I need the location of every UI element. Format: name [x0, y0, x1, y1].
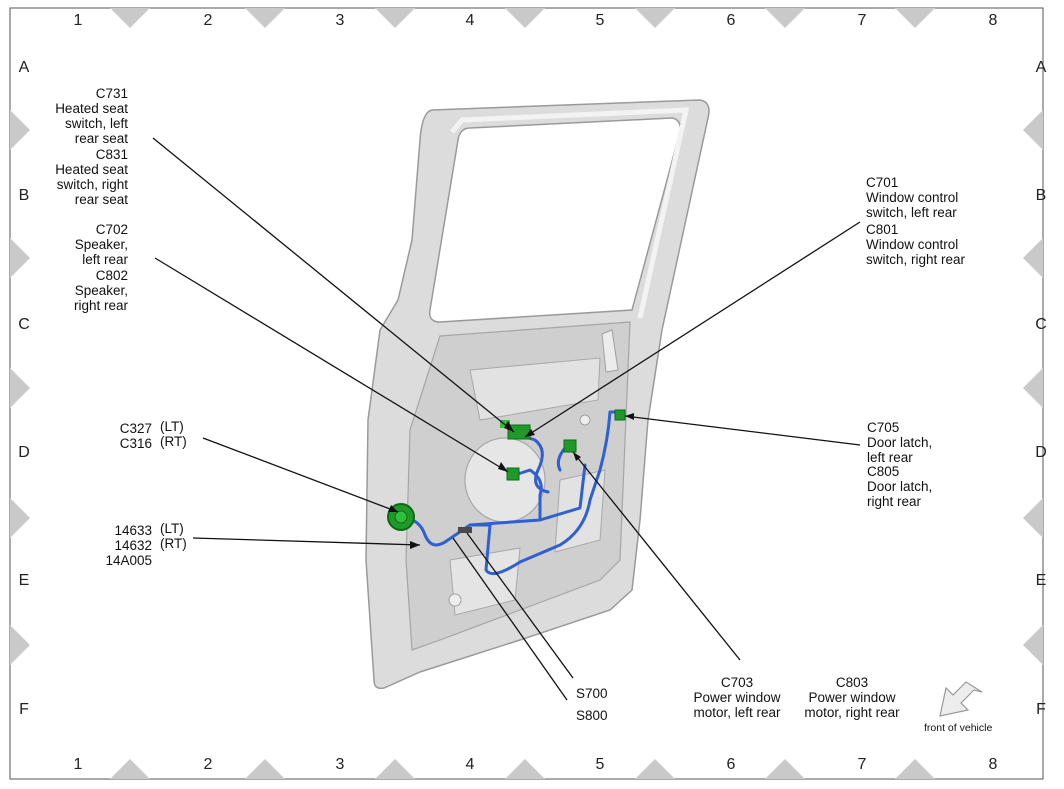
label-c327-c316: C327 C316: [119, 421, 152, 451]
leader-lines: [152, 137, 861, 701]
label-c327-side: (LT) (RT): [160, 419, 187, 449]
grid-row-b-right: B: [1035, 187, 1047, 204]
right-grid-markers: [1023, 110, 1043, 665]
grid-col-5-bottom: 5: [595, 756, 605, 773]
grid-col-7-top: 7: [857, 12, 867, 29]
grid-row-b-left: B: [18, 187, 30, 204]
label-c701: C701 Window control switch, left rear: [866, 175, 959, 220]
label-c805: C805 Door latch, right rear: [867, 464, 933, 509]
label-c731: C731 Heated seat switch, left rear seat: [55, 86, 128, 146]
grid-col-7-bottom: 7: [857, 756, 867, 773]
wiring-harness: [403, 410, 622, 576]
label-c801: C801 Window control switch, right rear: [866, 222, 966, 267]
grid-col-5-top: 5: [595, 12, 605, 29]
left-grid-markers: [10, 110, 30, 665]
grid-col-1-bottom: 1: [73, 756, 83, 773]
splice-s700: [458, 527, 472, 533]
label-14633-side: (LT) (RT): [160, 521, 187, 551]
label-c703: C703 Power window motor, left rear: [693, 675, 781, 720]
grid-col-8-bottom: 8: [988, 756, 998, 773]
top-grid-markers: [110, 8, 935, 28]
grid-row-f-left: F: [19, 701, 29, 718]
grid-col-4-bottom: 4: [465, 756, 475, 773]
grid-col-4-top: 4: [465, 12, 475, 29]
grid-col-2-bottom: 2: [203, 756, 213, 773]
grid-row-a-right: A: [1035, 59, 1047, 76]
grid-col-6-top: 6: [726, 12, 736, 29]
rear-door-illustration: [365, 99, 710, 690]
grid-row-c-right: C: [1035, 316, 1047, 333]
label-front-of-vehicle: front of vehicle: [924, 722, 993, 734]
grid-col-8-top: 8: [988, 12, 998, 29]
leader-arrowheads: [388, 413, 634, 549]
label-c705: C705 Door latch, left rear: [867, 420, 933, 465]
label-c802: C802 Speaker, right rear: [73, 268, 128, 313]
grid-col-3-bottom: 3: [335, 756, 345, 773]
label-c803: C803 Power window motor, right rear: [804, 675, 900, 720]
front-of-vehicle-arrow-icon: [939, 681, 983, 717]
grid-col-1-top: 1: [73, 12, 83, 29]
grid-row-d-left: D: [18, 444, 30, 461]
grid-row-d-right: D: [1035, 444, 1047, 461]
grid-col-6-bottom: 6: [726, 756, 736, 773]
grid-col-3-top: 3: [335, 12, 345, 29]
label-c831: C831 Heated seat switch, right rear seat: [55, 147, 128, 207]
grid-row-f-right: F: [1036, 701, 1046, 718]
label-c702: C702 Speaker, left rear: [74, 222, 128, 267]
grid-row-c-left: C: [18, 316, 30, 333]
grid-col-2-top: 2: [203, 12, 213, 29]
label-s700: S700: [576, 686, 608, 701]
connector-c705: [614, 409, 626, 421]
grid-row-e-left: E: [18, 572, 30, 589]
grid-row-a-left: A: [18, 59, 30, 76]
grid-row-e-right: E: [1035, 572, 1047, 589]
label-14633: 14633 14632 14A005: [105, 523, 152, 568]
bottom-grid-markers: [110, 759, 935, 779]
label-s800: S800: [576, 708, 608, 723]
connector-c703: [563, 439, 577, 453]
connector-c702: [506, 467, 520, 481]
